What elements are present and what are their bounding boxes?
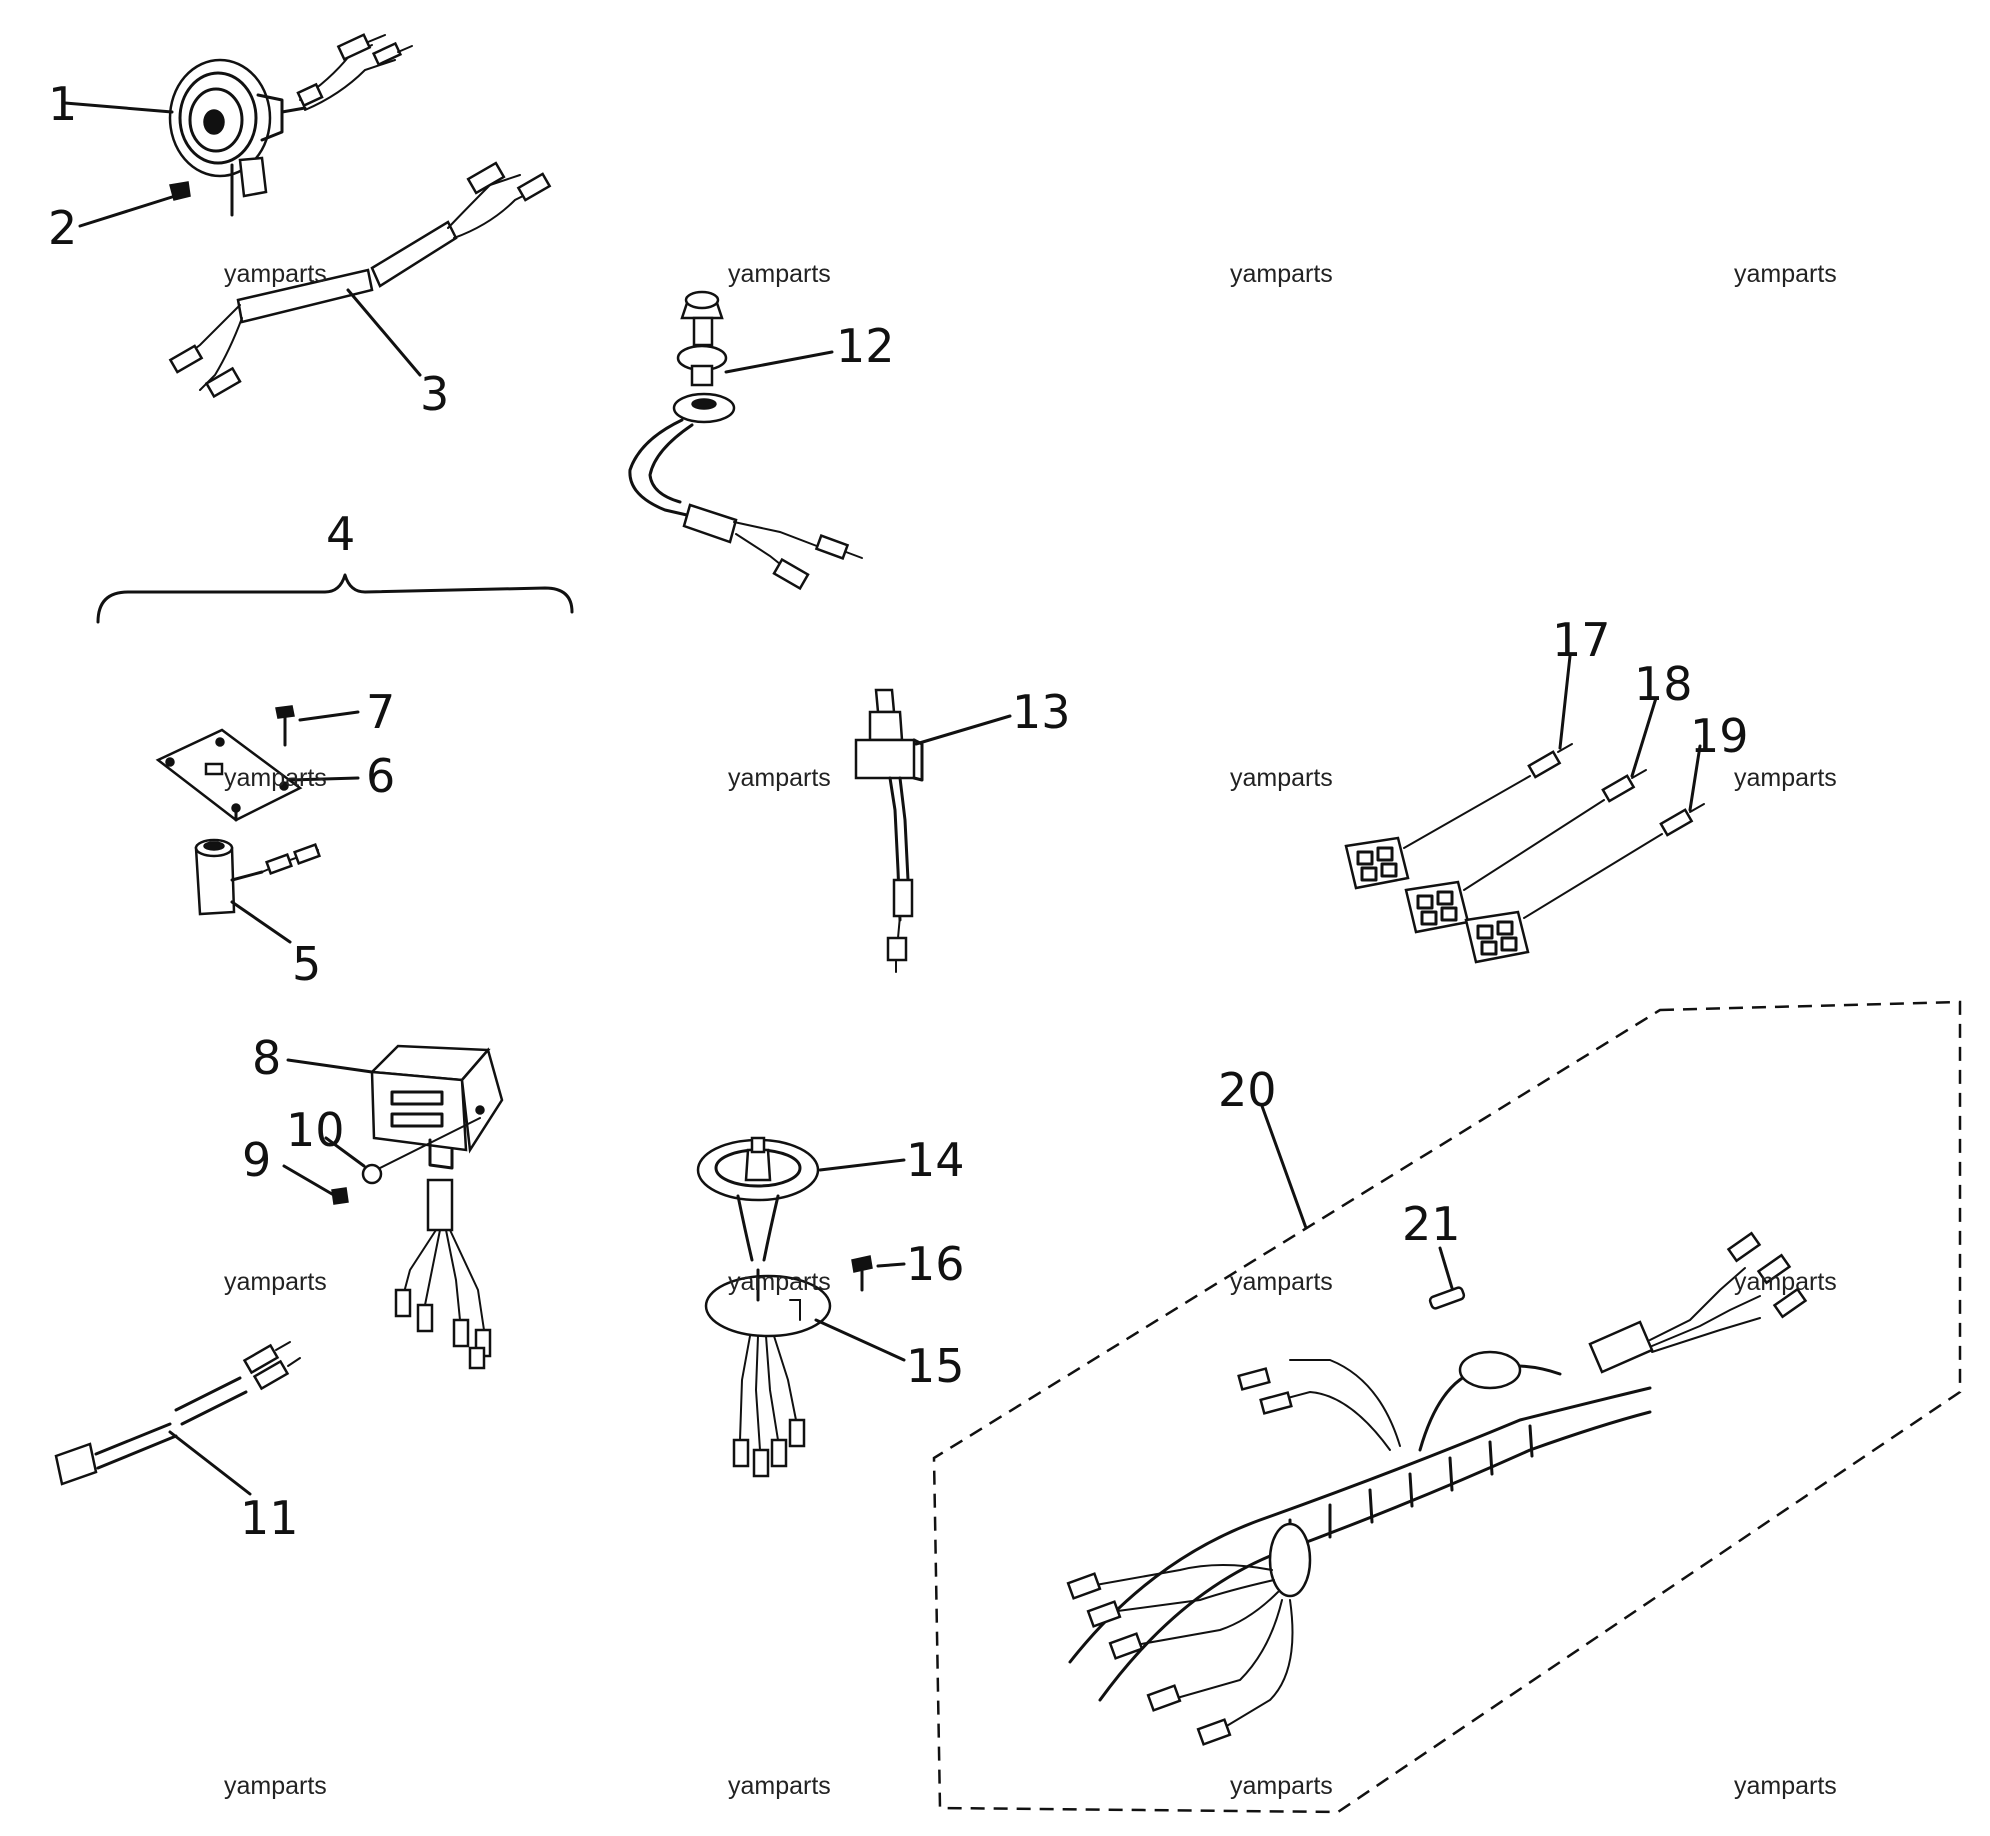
leader-20 <box>1260 1104 1308 1230</box>
leader-2 <box>78 195 174 228</box>
callout-7: 7 <box>366 685 395 739</box>
part-key-switch-12 <box>628 290 863 591</box>
callout-5: 5 <box>292 937 321 991</box>
leader-9 <box>282 1164 334 1196</box>
watermark: yamparts <box>728 1772 831 1800</box>
callout-18: 18 <box>1634 657 1693 711</box>
watermark: yamparts <box>1734 260 1837 288</box>
watermark: yamparts <box>1230 1772 1333 1800</box>
watermark: yamparts <box>1734 1772 1837 1800</box>
watermark: yamparts <box>224 1772 327 1800</box>
callout-17: 17 <box>1552 613 1611 667</box>
leader-12 <box>724 350 834 374</box>
callout-20: 20 <box>1218 1063 1277 1117</box>
bracket-4 <box>96 573 574 624</box>
callout-4: 4 <box>326 507 355 561</box>
leader-1 <box>63 101 174 114</box>
part-horn <box>168 33 413 217</box>
watermark: yamparts <box>1230 260 1333 288</box>
part-wire-11 <box>54 1341 301 1486</box>
leader-15 <box>814 1318 906 1362</box>
leader-14 <box>818 1158 906 1172</box>
leader-16 <box>876 1262 906 1268</box>
harness-boundary <box>932 1000 1962 1814</box>
watermark: yamparts <box>224 764 327 792</box>
leader-5 <box>230 900 292 944</box>
callout-11: 11 <box>240 1491 299 1545</box>
part-fuse-21 <box>1428 1286 1466 1310</box>
part-switch-box-8 <box>369 1044 504 1370</box>
leader-17 <box>1558 654 1572 750</box>
watermark: yamparts <box>728 764 831 792</box>
part-sensor-5 <box>194 838 321 916</box>
leader-3 <box>346 288 422 377</box>
watermark: yamparts <box>224 1268 327 1296</box>
part-connector-18 <box>1404 769 1647 934</box>
leader-13 <box>914 714 1012 746</box>
callout-8: 8 <box>252 1031 281 1085</box>
callout-9: 9 <box>242 1133 271 1187</box>
leader-10 <box>324 1136 366 1168</box>
callout-21: 21 <box>1402 1197 1461 1251</box>
part-screw-9 <box>331 1187 349 1205</box>
part-wire-lead-3 <box>168 161 552 399</box>
part-plate-15 <box>704 1268 832 1478</box>
part-screw-2 <box>169 181 191 201</box>
callout-2: 2 <box>48 201 77 255</box>
callout-6: 6 <box>366 749 395 803</box>
watermark: yamparts <box>728 260 831 288</box>
watermark: yamparts <box>224 260 327 288</box>
watermark: yamparts <box>1734 1268 1837 1296</box>
leader-8 <box>286 1058 374 1074</box>
leader-21 <box>1438 1246 1454 1290</box>
callout-15: 15 <box>906 1339 965 1393</box>
leader-6 <box>288 776 360 782</box>
leader-18 <box>1630 696 1658 778</box>
leader-11 <box>168 1430 252 1496</box>
part-connector-17 <box>1344 743 1573 890</box>
part-plate-6 <box>155 728 303 822</box>
part-washer-10 <box>361 1163 383 1185</box>
callout-16: 16 <box>906 1237 965 1291</box>
callout-19: 19 <box>1690 709 1749 763</box>
callout-1: 1 <box>48 77 77 131</box>
leader-7 <box>298 710 360 722</box>
part-wire-harness-20 <box>1066 1231 1808 1746</box>
callout-3: 3 <box>420 367 449 421</box>
leader-19 <box>1688 744 1702 812</box>
part-screw-7 <box>275 705 295 747</box>
watermark: yamparts <box>1734 764 1837 792</box>
callout-10: 10 <box>286 1103 345 1157</box>
watermark-layer: yamparts yamparts yamparts yamparts yamp… <box>224 260 1837 1800</box>
part-connector-19 <box>1464 803 1705 964</box>
callout-13: 13 <box>1012 685 1071 739</box>
watermark: yamparts <box>1230 764 1333 792</box>
watermark: yamparts <box>728 1268 831 1296</box>
callout-14: 14 <box>906 1133 965 1187</box>
callout-12: 12 <box>836 319 895 373</box>
leader-10-b <box>379 1117 481 1169</box>
part-toggle-switch-13 <box>854 688 924 973</box>
part-switch-14 <box>696 1136 820 1262</box>
part-screw-16 <box>851 1255 873 1292</box>
watermark: yamparts <box>1230 1268 1333 1296</box>
